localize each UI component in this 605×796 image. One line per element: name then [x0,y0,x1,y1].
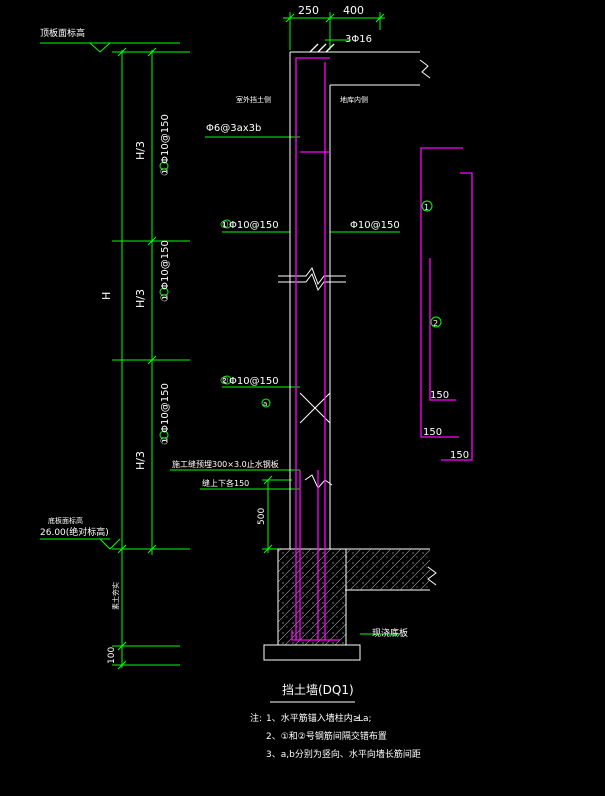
outside-label: 室外挡土侧 [236,95,271,104]
green-dimension-lines [40,12,442,670]
top-dim-left: 250 [298,4,319,17]
detail-mark-2: 2 [433,319,438,328]
labels: 250 400 3Φ16 顶板面标高 室外挡土侧 地库内侧 Φ6@3ax3b ①… [40,4,469,760]
notes-prefix: 注: [250,712,262,724]
wall-outline [278,51,437,591]
floor-slab [345,549,430,590]
bottom-level-label: 底板面标高 [48,516,83,525]
detail-dim-b: 150 [423,427,442,438]
note-2: 2、①和②号钢筋间隔交错布置 [266,730,387,742]
slab-label: 现浇底板 [372,627,408,639]
joint-line1: 施工缝预埋300×3.0止水钢板 [172,459,279,469]
rebar-lines [291,43,473,641]
h3-label-3: H/3 [134,451,147,470]
note-1: 1、水平筋锚入墙柱内≥ [266,712,360,724]
stirrup-label: Φ6@3ax3b [206,123,261,134]
zone3-rebar: ① Φ10@150 [160,383,171,445]
note-3: 3、a,b分别为竖向、水平向墙长筋间距 [266,748,421,760]
h3-label-2: H/3 [134,289,147,308]
zone1-rebar: ① Φ10@150 [160,114,171,176]
mid-right-rebar: Φ10@150 [350,220,400,231]
note-1-value: La; [358,714,372,724]
detail-dim-c: 150 [450,450,469,461]
detail-mark-1: 1 [424,203,429,212]
joint-line2: 缝上下各150 [202,478,249,488]
mid-left-rebar: ①Φ10@150 [220,220,279,231]
ground-label: 素土夯实 [111,582,120,610]
top-dim-right: 400 [343,4,364,17]
mark-a: a [263,400,267,408]
dim-500: 500 [257,508,267,525]
drawing-title: 挡土墙(DQ1) [282,683,354,697]
top-ground-label: 顶板面标高 [40,27,85,39]
dim-100: 100 [107,647,117,664]
inside-label: 地库内侧 [340,95,368,104]
footing [277,548,347,646]
top-bars-label: 3Φ16 [345,34,372,45]
zone2-rebar: ① Φ10@150 [160,240,171,302]
detail-dim-a: 150 [430,390,449,401]
h3-label-1: H/3 [134,141,147,160]
h-total-label: H [100,292,113,300]
blinding-layer [263,644,361,661]
lower-left-rebar: ②Φ10@150 [220,376,279,387]
bottom-level-value: 26.00(绝对标高) [40,526,109,538]
